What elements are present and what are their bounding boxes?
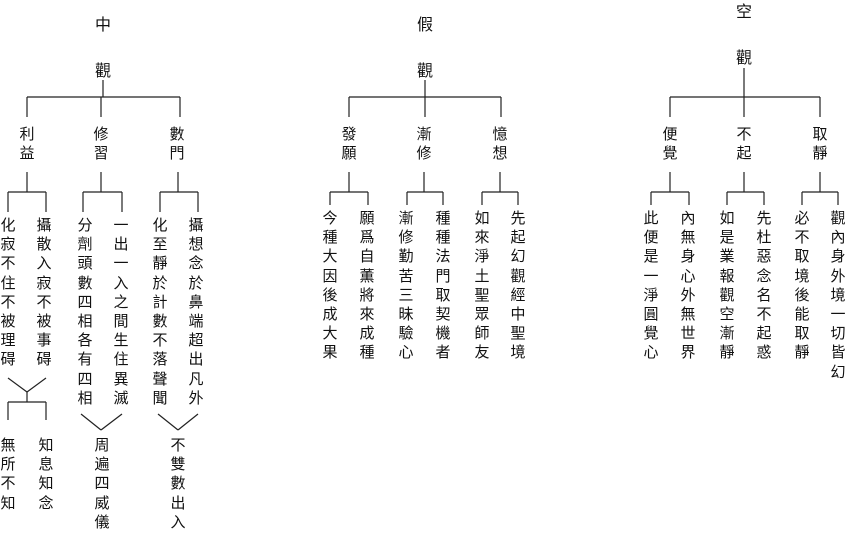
leaf-text: 先杜惡念名不起惑: [756, 209, 772, 362]
leaf-text: 觀內身外境一切皆幻: [830, 209, 846, 381]
connector-line: [7, 377, 28, 393]
branch-label-recollect: 憶想: [492, 125, 508, 163]
connector-line: [157, 413, 179, 431]
leaf-text: 種種法門取契機者: [435, 209, 451, 362]
root-label-emptiness: 空觀: [735, 2, 752, 67]
leaf-text: 化至靜於計數不落聲聞: [152, 216, 168, 407]
leaf-text: 必不取境後能取靜: [794, 209, 810, 362]
leaf-text: 一出一入之間生住異滅: [113, 216, 129, 407]
sub-text: 不雙數出入: [170, 436, 186, 531]
branch-label-counting: 數門: [169, 125, 185, 163]
root-label-provisional: 假觀: [416, 15, 433, 80]
connector-line: [177, 413, 199, 431]
branch-label-nonarising: 不起: [736, 125, 752, 163]
branch-label-vow: 發願: [341, 125, 357, 163]
leaf-text: 如來淨土聖眾師友: [474, 209, 490, 362]
leaf-text: 內無身心外無世界: [680, 209, 696, 362]
branch-label-stillness: 取靜: [812, 125, 828, 163]
leaf-text: 漸修勤苦三昧驗心: [398, 209, 414, 362]
sub-text: 知息知念: [38, 436, 54, 512]
leaf-text: 如是業報觀空漸靜: [719, 209, 735, 362]
branch-label-benefit: 利益: [19, 125, 35, 163]
connector-line: [100, 413, 123, 431]
leaf-text: 今種大因後成大果: [322, 209, 338, 362]
root-label-middle: 中觀: [94, 15, 111, 80]
sub-text: 周遍四威儀: [94, 436, 110, 531]
branch-label-gradual: 漸修: [416, 125, 432, 163]
branch-label-practice: 修習: [93, 125, 109, 163]
sub-text: 無所不知: [0, 436, 16, 512]
connector-line: [26, 377, 47, 393]
leaf-text: 化寂不住不被理碍: [0, 216, 16, 369]
connector-line: [80, 413, 102, 431]
leaf-text: 此便是一淨圓覺心: [643, 209, 659, 362]
leaf-text: 先起幻觀經中聖境: [510, 209, 526, 362]
leaf-text: 願爲自薫將來成種: [359, 209, 375, 362]
branch-label-awaken: 便覺: [662, 125, 678, 163]
leaf-text: 攝散入寂不被事碍: [36, 216, 52, 369]
leaf-text: 攝想念於鼻端超出凡外: [188, 216, 204, 407]
leaf-text: 分劑頭數四相各有四相: [77, 216, 93, 407]
